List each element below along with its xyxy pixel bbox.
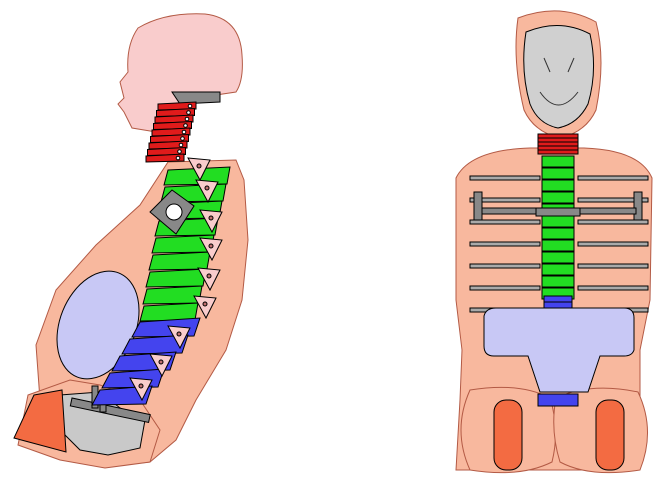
rib-left <box>470 264 540 268</box>
rib-right <box>578 220 648 224</box>
side-view <box>14 14 248 468</box>
cervical-block <box>538 146 578 150</box>
cervical-pin <box>182 130 186 134</box>
lumbar-block <box>544 296 572 302</box>
thoracic-segment <box>143 286 202 304</box>
disc-pin <box>177 332 181 336</box>
rib-left <box>470 176 540 180</box>
disc-pin <box>205 186 209 190</box>
rib-right <box>578 176 648 180</box>
thoracic-block <box>542 276 574 287</box>
thoracic-block <box>542 216 574 227</box>
cervical-block <box>538 134 578 138</box>
cervical-pin <box>184 124 188 128</box>
front-pelvis-block <box>538 394 578 406</box>
rib-right <box>578 242 648 246</box>
front-lumbar-spine <box>544 296 572 308</box>
rib-right <box>578 286 648 290</box>
thoracic-block <box>542 240 574 251</box>
thoracic-block <box>542 264 574 275</box>
lumbar-block <box>544 302 572 308</box>
disc-pin <box>203 302 207 306</box>
front-view <box>456 11 652 473</box>
thoracic-block <box>542 168 574 179</box>
disc-pin <box>207 274 211 278</box>
disc-pin <box>209 244 213 248</box>
cervical-block <box>538 138 578 142</box>
thoracic-block <box>542 252 574 263</box>
front-cervical-spine <box>538 134 578 154</box>
thoracic-bracket <box>536 208 580 216</box>
disc-pin <box>209 216 213 220</box>
front-face <box>524 25 594 128</box>
rib-right <box>578 264 648 268</box>
cervical-pin <box>187 111 191 115</box>
thoracic-block <box>542 228 574 239</box>
rib-left <box>470 242 540 246</box>
front-right-thigh <box>596 400 624 470</box>
front-thoracic-spine <box>536 156 580 299</box>
cervical-block <box>538 142 578 146</box>
thoracic-block <box>542 180 574 191</box>
disc-pin <box>159 360 163 364</box>
cervical-block <box>538 150 578 154</box>
cervical-pin <box>176 156 180 160</box>
cervical-pin <box>181 137 185 141</box>
thoracic-segment <box>149 252 210 270</box>
disc-pin <box>139 384 143 388</box>
rib-left <box>470 286 540 290</box>
front-left-thigh <box>494 400 522 470</box>
thoracic-segment <box>146 269 206 287</box>
thoracic-block <box>542 156 574 167</box>
cervical-pin <box>185 117 189 121</box>
cervical-pin <box>178 150 182 154</box>
cervical-pin <box>179 143 183 147</box>
rib-left <box>470 220 540 224</box>
thoracic-block <box>542 192 574 203</box>
disc-pin <box>197 164 201 168</box>
cervical-pin <box>188 104 192 108</box>
